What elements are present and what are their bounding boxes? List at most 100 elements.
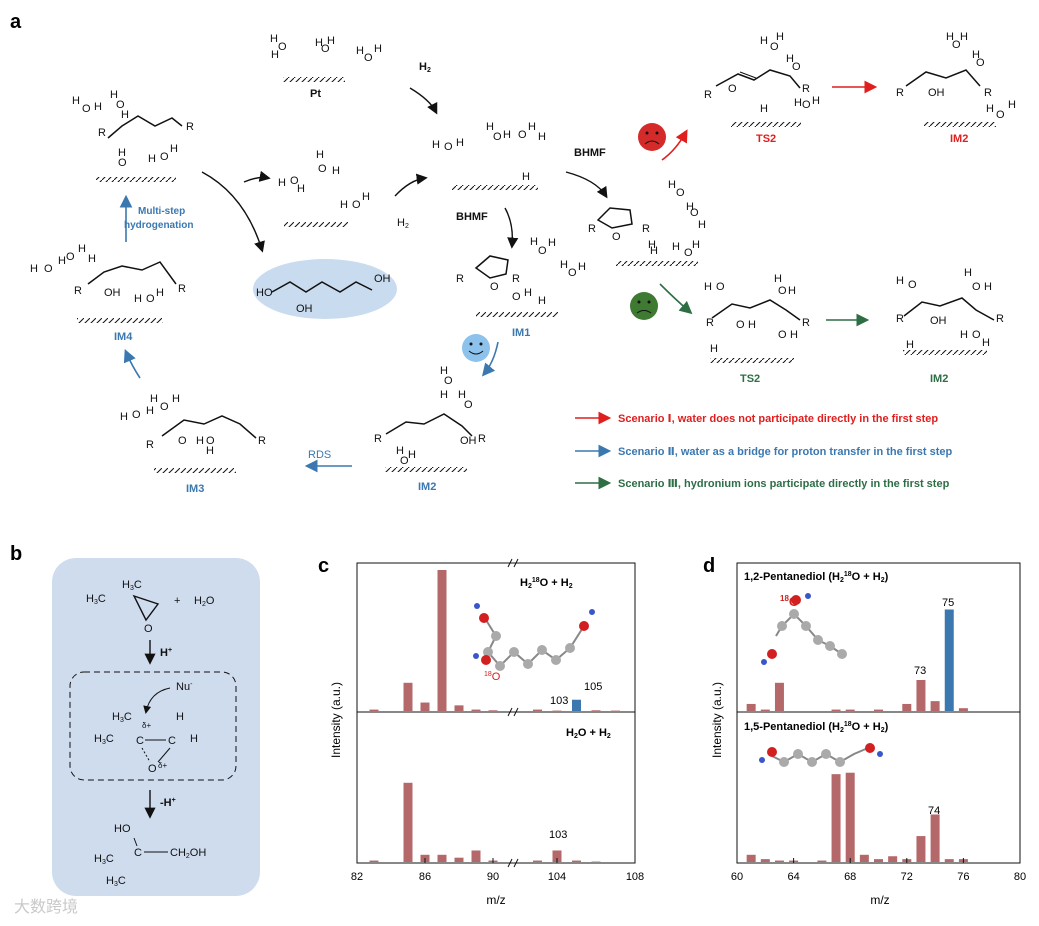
- pentanediol-15-ball-stick: [759, 743, 883, 767]
- chart-d-bottom-bar: [945, 859, 954, 862]
- svg-text:HO: HO: [256, 287, 273, 299]
- chart-c-top-bar: [404, 683, 413, 711]
- svg-text:H: H: [896, 275, 904, 287]
- state-im4: IM4: [114, 331, 133, 343]
- svg-text:O: O: [490, 281, 499, 293]
- svg-text:R: R: [512, 273, 520, 285]
- bhmf-label-mid: BHMF: [456, 211, 488, 223]
- svg-text:H: H: [356, 45, 364, 57]
- svg-text:H: H: [297, 183, 305, 195]
- chart-d-top-bar: [747, 704, 756, 711]
- chart-c-bottom-bar: [455, 858, 464, 862]
- svg-text:H: H: [524, 287, 532, 299]
- svg-text:H: H: [432, 139, 440, 151]
- svg-text:H: H: [408, 449, 416, 461]
- chart-c-ann-103: 103: [550, 695, 568, 707]
- neutral-face-green-icon: [630, 292, 658, 320]
- svg-text:H: H: [120, 411, 128, 423]
- chart-c-ann-105: 105: [584, 681, 602, 693]
- svg-text:R: R: [478, 433, 486, 445]
- svg-text:O: O: [82, 103, 91, 115]
- svg-text:H: H: [964, 267, 972, 279]
- svg-text:H: H: [440, 389, 448, 401]
- chart-d-top-bar: [874, 710, 883, 711]
- svg-text:H: H: [58, 255, 66, 267]
- svg-text:H: H: [150, 393, 158, 405]
- svg-text:H: H: [170, 143, 178, 155]
- chart-d-xlabel: m/z: [870, 893, 889, 907]
- svg-text:H: H: [278, 177, 286, 189]
- svg-text:OH: OH: [296, 303, 313, 315]
- rds-label: RDS: [308, 449, 331, 461]
- svg-text:H: H: [503, 129, 511, 141]
- chart-d-bottom-bar: [846, 773, 855, 862]
- chart-d-bottom-bar: [747, 855, 756, 862]
- panel-d-label: d: [703, 555, 715, 577]
- svg-text:O: O: [518, 129, 527, 141]
- svg-text:H: H: [30, 263, 38, 275]
- watermark: 大数跨境: [14, 897, 78, 916]
- unhappy-face-red-icon: [638, 123, 666, 151]
- chart-c-xtick: 90: [487, 871, 499, 883]
- svg-text:R: R: [896, 87, 904, 99]
- svg-text:H: H: [906, 339, 914, 351]
- svg-text:H: H: [270, 33, 278, 45]
- svg-text:H: H: [88, 253, 96, 265]
- svg-text:R: R: [984, 87, 992, 99]
- svg-text:OH: OH: [928, 87, 945, 99]
- multistep-label: Multi-step: [138, 206, 185, 217]
- svg-text:H: H: [190, 733, 198, 745]
- state-im2-green: IM2: [930, 373, 948, 385]
- svg-text:R: R: [642, 223, 650, 235]
- svg-text:H: H: [530, 236, 538, 248]
- svg-text:δ+: δ+: [142, 721, 151, 730]
- svg-text:O: O: [972, 329, 981, 341]
- svg-text:H: H: [362, 191, 370, 203]
- svg-text:O: O: [66, 251, 75, 263]
- panel-c-label: c: [318, 555, 329, 577]
- chart-d-top-bar: [775, 683, 784, 711]
- chart-d-xtick: 60: [731, 871, 743, 883]
- svg-text:R: R: [802, 317, 810, 329]
- svg-text:O: O: [538, 245, 547, 257]
- svg-text:R: R: [178, 283, 186, 295]
- state-ts2-red: TS2: [756, 133, 776, 145]
- svg-text:O: O: [908, 279, 917, 291]
- chart-d-ylabel: Intensity (a.u.): [710, 682, 724, 758]
- svg-text:H: H: [72, 95, 80, 107]
- svg-text:H: H: [794, 97, 802, 109]
- svg-text:O: O: [972, 281, 981, 293]
- svg-text:OH: OH: [930, 315, 947, 327]
- svg-text:O: O: [444, 141, 453, 153]
- svg-text:O: O: [778, 285, 787, 297]
- svg-text:H: H: [327, 35, 335, 47]
- chart-c-bottom-bar: [572, 861, 581, 862]
- svg-text:H: H: [340, 199, 348, 211]
- svg-text:H: H: [156, 287, 164, 299]
- svg-text:O: O: [318, 163, 327, 175]
- svg-text:H: H: [692, 239, 700, 251]
- chart-d-ann-74: 74: [928, 805, 940, 817]
- svg-text:O: O: [278, 41, 287, 53]
- panel-b-box: [52, 558, 260, 896]
- svg-text:O: O: [364, 52, 373, 64]
- svg-text:H: H: [790, 329, 798, 341]
- svg-text:H: H: [172, 393, 180, 405]
- svg-text:O: O: [146, 293, 155, 305]
- chart-c-top-bar: [472, 710, 481, 711]
- svg-text:H: H: [538, 131, 546, 143]
- chart-c-xtick: 82: [351, 871, 363, 883]
- chart-c-top-bar: [370, 710, 379, 711]
- chart-c-top-bar: [455, 705, 464, 711]
- hexanediol-highlight: [253, 259, 397, 319]
- svg-text:O: O: [144, 623, 153, 635]
- svg-text:C: C: [136, 735, 144, 747]
- svg-text:H: H: [710, 343, 718, 355]
- svg-text:OH: OH: [460, 435, 477, 447]
- chart-d-bottom-bar: [874, 859, 883, 862]
- chart-d-bottom-bar: [888, 856, 897, 862]
- svg-text:H: H: [94, 101, 102, 113]
- svg-text:R: R: [98, 127, 106, 139]
- chart-d-top-bar: [902, 704, 911, 711]
- legend-scenario-2: Scenario Ⅱ, water as a bridge for proton…: [618, 446, 953, 458]
